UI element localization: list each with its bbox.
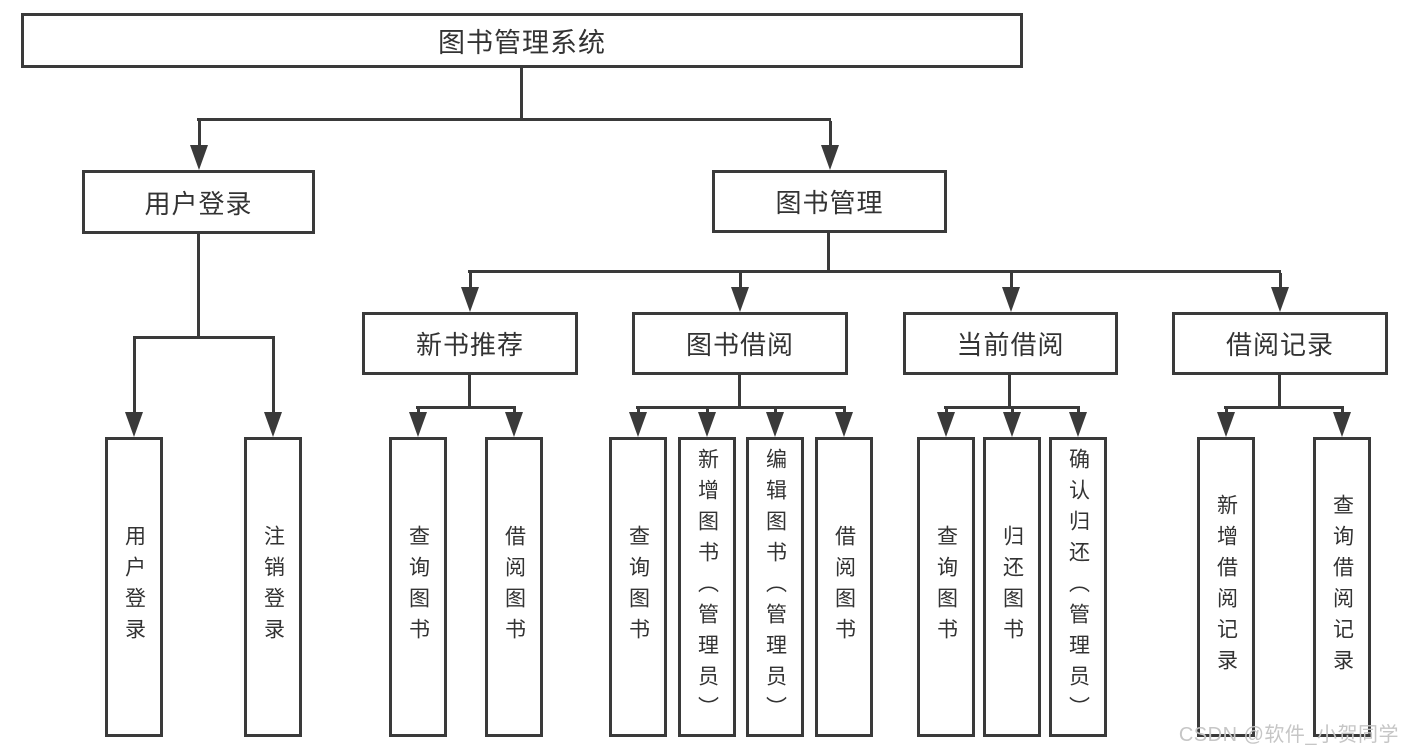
connector-borrowing-records-stem [1278, 375, 1281, 406]
leaf-query-borrow-record: 查询借阅记录 [1313, 437, 1371, 737]
arrow-to-query-book-3 [937, 409, 955, 437]
node-book-management: 图书管理 [712, 170, 947, 233]
arrow-to-edit-book [766, 409, 784, 437]
arrow-to-return-book [1003, 409, 1021, 437]
node-library-management-system: 图书管理系统 [21, 13, 1023, 68]
connector-book-management-stem [827, 233, 830, 270]
leaf-add-book-admin: 新增图书（管理员） [678, 437, 736, 737]
leaf-add-borrow-record: 新增借阅记录 [1197, 437, 1255, 737]
arrow-to-current-borrowing [1002, 273, 1020, 312]
leaf-query-book-recommend: 查询图书 [389, 437, 447, 737]
arrow-to-borrow-book-1 [505, 409, 523, 437]
arrow-to-book-borrowing [731, 273, 749, 312]
csdn-watermark: CSDN @软件_小贺同学 [1178, 724, 1399, 746]
node-current-borrowing: 当前借阅 [903, 312, 1118, 375]
arrow-to-borrow-book-2 [835, 409, 853, 437]
leaf-edit-book-admin: 编辑图书（管理员） [746, 437, 804, 737]
leaf-return-book: 归还图书 [983, 437, 1041, 737]
arrow-to-query-record [1333, 409, 1351, 437]
connector-user-login-rail [133, 336, 275, 339]
connector-book-borrowing-rail [636, 406, 846, 409]
connector-current-borrowing-stem [1008, 375, 1011, 406]
arrow-to-new-book-recommend [461, 273, 479, 312]
leaf-user-login: 用户登录 [105, 437, 163, 737]
arrow-to-leaf-logout [264, 339, 282, 437]
node-book-borrowing: 图书借阅 [632, 312, 848, 375]
connector-borrowing-records-rail [1224, 406, 1344, 409]
leaf-confirm-return-admin: 确认归还（管理员） [1049, 437, 1107, 737]
arrow-to-book-management [821, 121, 839, 170]
leaf-borrow-book-borrowing: 借阅图书 [815, 437, 873, 737]
connector-root-rail [197, 118, 831, 121]
leaf-logout: 注销登录 [244, 437, 302, 737]
leaf-query-book-current: 查询图书 [917, 437, 975, 737]
node-user-login: 用户登录 [82, 170, 315, 234]
connector-book-management-rail [468, 270, 1281, 273]
connector-current-borrowing-rail [944, 406, 1080, 409]
arrow-to-leaf-user-login [125, 339, 143, 437]
arrow-to-add-record [1217, 409, 1235, 437]
connector-root-stem [520, 68, 523, 118]
leaf-borrow-book-recommend: 借阅图书 [485, 437, 543, 737]
connector-new-book-stem [468, 375, 471, 406]
connector-user-login-stem [197, 234, 200, 336]
arrow-to-borrowing-records [1271, 273, 1289, 312]
arrow-to-add-book [698, 409, 716, 437]
arrow-to-query-book-1 [409, 409, 427, 437]
connector-book-borrowing-stem [738, 375, 741, 406]
node-borrowing-records: 借阅记录 [1172, 312, 1388, 375]
arrow-to-user-login [190, 121, 208, 170]
leaf-query-book-borrowing: 查询图书 [609, 437, 667, 737]
arrow-to-confirm-return [1069, 409, 1087, 437]
node-new-book-recommend: 新书推荐 [362, 312, 578, 375]
arrow-to-query-book-2 [629, 409, 647, 437]
connector-new-book-rail [416, 406, 516, 409]
